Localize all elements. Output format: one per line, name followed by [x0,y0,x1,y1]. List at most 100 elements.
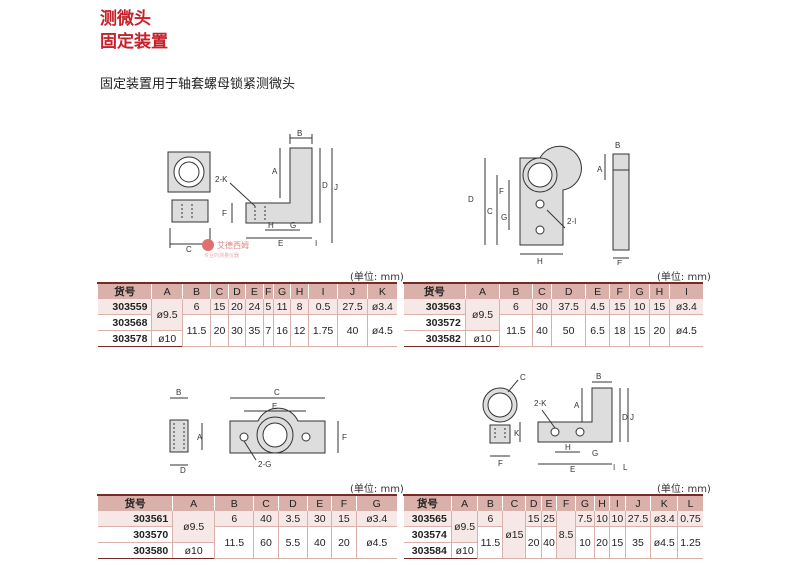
dim-label-J: J [630,413,634,422]
spec-value-cell: 3.5 [277,511,308,527]
table-header-cell: K [650,494,678,511]
spec-value-cell: ø4.5 [355,526,397,559]
dim-label-A: A [197,433,203,442]
drawing-fixture-4: C B A D J K 2-K H G E F I L [482,372,634,474]
spec-value-cell: 6.5 [584,314,610,347]
table-header-cell: A [172,494,215,511]
table-header-cell: A [151,282,183,299]
dim-label-I: I [613,463,615,472]
dim-label-G: G [501,213,507,222]
spec-value-cell: 15 [331,511,356,527]
spec-value-cell: 30 [531,299,552,315]
unit-label-4: (单位: mm) [657,484,711,495]
watermark-subtext: 专业的测量仪器 [204,252,239,259]
spec-value-cell: 20 [331,526,356,559]
table-header-cell: G [575,494,595,511]
table-header-cell: J [624,494,651,511]
table-header-cell: E [584,282,610,299]
dim-label-B: B [596,372,601,381]
dim-label-F: F [498,459,503,468]
dim-label-E: E [272,402,277,411]
table-header-cell: C [210,282,229,299]
table-header-cell: D [227,282,246,299]
part-number-cell: 303584 [403,542,452,559]
spec-value-cell: 20 [525,526,542,559]
table-header-cell: F [556,494,576,511]
spec-value-cell: 11.5 [214,526,254,559]
dim-label-F: F [499,187,504,196]
spec-value-cell: ø9.5 [450,511,478,543]
part-number-cell: 303559 [97,299,152,315]
spec-value-cell: 37.5 [551,299,586,315]
spec-value-cell: 15 [609,299,630,315]
spec-value-cell: 18 [609,314,630,347]
spec-value-cell: 7 [262,314,274,347]
spec-value-cell: ø10 [172,542,215,559]
watermark-logo: 艾德西姆 专业的测量仪器 [202,239,249,259]
table-header-cell: 货号 [96,494,173,511]
spec-value-cell: 11.5 [477,526,503,559]
spec-value-cell: 6 [477,511,503,527]
spec-value-cell: 10 [593,511,610,527]
part-number-cell: 303582 [403,330,466,347]
unit-label-1: (单位: mm) [350,272,404,283]
spec-value-cell: 25 [540,511,557,527]
table-header-cell: B [214,494,254,511]
table-header-cell: D [525,494,542,511]
dim-label-B: B [297,129,302,138]
table-header-cell: G [272,282,291,299]
spec-value-cell: ø4.5 [650,526,678,559]
dim-label-J: J [334,183,338,192]
spec-value-cell: ø3.4 [668,299,703,315]
spec-value-cell: 30 [227,314,246,347]
dim-label-2K: 2-K [215,175,228,184]
dim-label-B: B [615,141,620,150]
dim-label-C: C [274,388,280,397]
table-header-cell: E [540,494,557,511]
table-header-cell: 货号 [403,282,466,299]
spec-value-cell: 8.5 [556,511,576,559]
dim-label-F: F [222,209,227,218]
spec-value-cell: 35 [624,526,651,559]
spec-value-cell: 6 [181,299,211,315]
part-number-cell: 303565 [403,511,452,527]
table-header-cell: L [677,494,703,511]
dim-label-E: E [570,465,575,474]
table-header-cell: H [290,282,309,299]
spec-value-cell: 11.5 [499,314,533,347]
spec-value-cell: 10 [629,299,650,315]
watermark-text: 艾德西姆 [217,240,249,250]
unit-label-3: (单位: mm) [350,484,404,495]
spec-value-cell: 10 [609,511,626,527]
spec-value-cell: 5 [262,299,274,315]
part-number-cell: 303574 [403,526,452,543]
dim-label-D: D [322,181,328,190]
table-header-cell: F [262,282,274,299]
table-header-cell: C [253,494,279,511]
part-number-cell: 303570 [97,526,173,543]
spec-value-cell: 16 [272,314,291,347]
spec-value-cell: 60 [253,526,279,559]
dim-label-C: C [520,373,526,382]
spec-value-cell: 1.75 [307,314,338,347]
spec-value-cell: ø4.5 [668,314,703,347]
dim-label-2G: 2-G [258,460,271,469]
spec-value-cell: ø4.5 [366,314,397,347]
table-header-cell: 货号 [403,494,452,511]
spec-value-cell: 5.5 [277,526,308,559]
spec-value-cell: 10 [575,526,595,559]
spec-value-cell: ø9.5 [151,299,183,331]
spec-value-cell: 40 [307,526,332,559]
spec-value-cell: 27.5 [624,511,651,527]
spec-value-cell: 11 [272,299,291,315]
dim-label-E: E [617,259,622,265]
drawing-fixture-3: B C E A F D 2-G [169,388,347,475]
